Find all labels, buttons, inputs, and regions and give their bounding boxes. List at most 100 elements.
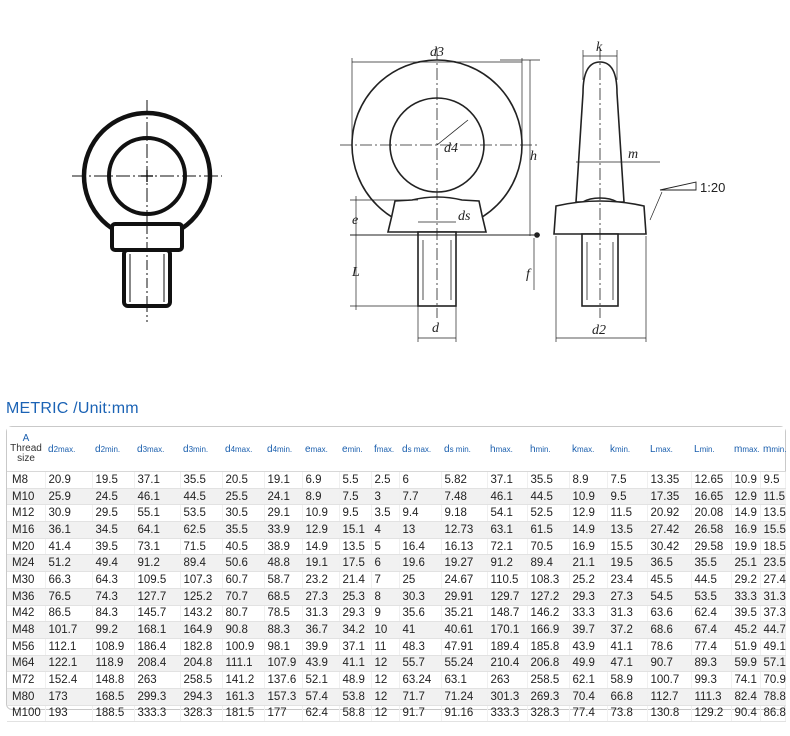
value-cell: 29.1 xyxy=(264,504,303,523)
value-cell: 20.92 xyxy=(647,504,692,523)
drawing-canvas: d3 d4 ds d h e L f k m d2 1:20 xyxy=(72,40,725,342)
value-cell: 143.2 xyxy=(180,605,223,623)
value-cell: 86.5 xyxy=(45,605,93,623)
header-symbol: L xyxy=(650,443,656,455)
value-cell: 189.4 xyxy=(487,638,528,656)
value-cell: 77.4 xyxy=(691,638,732,656)
header-thread-size: A Thread size xyxy=(7,427,45,472)
header-col-4: d4max. xyxy=(222,427,264,472)
thread-size-cell: M8 xyxy=(7,471,46,489)
header-col-13: kmax. xyxy=(569,427,607,472)
value-cell: 38.9 xyxy=(264,538,303,556)
technical-drawings: d3 d4 ds d h e L f k m d2 1:20 xyxy=(72,40,725,342)
value-cell: 12 xyxy=(371,705,400,723)
value-cell: 24.67 xyxy=(441,571,488,589)
value-cell: 7.7 xyxy=(399,488,442,506)
value-cell: 34.2 xyxy=(339,621,372,639)
value-cell: 6.9 xyxy=(302,471,340,489)
value-cell: 78.6 xyxy=(647,638,692,656)
value-cell: 64.1 xyxy=(134,521,181,539)
value-cell: 6 xyxy=(399,471,442,489)
value-cell: 59.9 xyxy=(731,655,761,673)
value-cell: 112.7 xyxy=(647,688,692,706)
thread-size-cell: M100 xyxy=(7,705,46,723)
header-symbol: d xyxy=(267,443,273,455)
value-cell: 71.24 xyxy=(441,688,488,706)
header-col-16: Lmin. xyxy=(691,427,731,472)
value-cell: 108.9 xyxy=(92,638,135,656)
value-cell: 37.1 xyxy=(134,471,181,489)
value-cell: 258.5 xyxy=(180,671,223,689)
value-cell: 13.5 xyxy=(339,538,372,556)
value-cell: 33.3 xyxy=(569,605,608,623)
value-cell: 294.3 xyxy=(180,688,223,706)
value-cell: 168.5 xyxy=(92,688,135,706)
value-cell: 43.9 xyxy=(302,655,340,673)
header-symbol: h xyxy=(530,443,536,455)
value-cell: 29.58 xyxy=(691,538,732,556)
value-cell: 3 xyxy=(371,488,400,506)
value-cell: 35.6 xyxy=(399,605,442,623)
header-symbol: k xyxy=(610,443,615,455)
header-col-0: d2max. xyxy=(45,427,92,472)
value-cell: 37.2 xyxy=(607,621,648,639)
value-cell: 13.35 xyxy=(647,471,692,489)
header-symbol: d xyxy=(48,443,54,455)
value-cell: 7.48 xyxy=(441,488,488,506)
value-cell: 127.7 xyxy=(134,588,181,606)
value-cell: 48.3 xyxy=(399,638,442,656)
value-cell: 39.5 xyxy=(92,538,135,556)
header-col-11: hmax. xyxy=(487,427,527,472)
value-cell: 91.16 xyxy=(441,705,488,723)
header-col-14: kmin. xyxy=(607,427,647,472)
value-cell: 91.7 xyxy=(399,705,442,723)
value-cell: 258.5 xyxy=(527,671,570,689)
value-cell: 25.5 xyxy=(222,488,265,506)
value-cell: 148.8 xyxy=(92,671,135,689)
value-cell: 109.5 xyxy=(134,571,181,589)
value-cell: 46.1 xyxy=(487,488,528,506)
thread-size-cell: M42 xyxy=(7,605,46,623)
label-taper: 1:20 xyxy=(700,180,725,195)
value-cell: 145.7 xyxy=(134,605,181,623)
value-cell: 52.1 xyxy=(302,671,340,689)
value-cell: 25.3 xyxy=(339,588,372,606)
header-symbol: d xyxy=(95,443,101,455)
value-cell: 37.1 xyxy=(339,638,372,656)
value-cell: 89.4 xyxy=(527,554,570,573)
value-cell: 15.5 xyxy=(607,538,648,556)
value-cell: 19.9 xyxy=(731,538,761,556)
header-subscript: max. xyxy=(655,444,673,454)
label-L: L xyxy=(351,265,360,280)
value-cell: 44.7 xyxy=(760,621,786,639)
value-cell: 19.5 xyxy=(92,471,135,489)
value-cell: 27.42 xyxy=(647,521,692,539)
header-col-10: ds min. xyxy=(441,427,487,472)
value-cell: 157.3 xyxy=(264,688,303,706)
value-cell: 45.5 xyxy=(647,571,692,589)
value-cell: 12.73 xyxy=(441,521,488,539)
value-cell: 62.5 xyxy=(180,521,223,539)
value-cell: 25.1 xyxy=(731,554,761,573)
value-cell: 63.1 xyxy=(487,521,528,539)
value-cell: 49.4 xyxy=(92,554,135,573)
value-cell: 27.3 xyxy=(302,588,340,606)
value-cell: 86.8 xyxy=(760,705,786,723)
value-cell: 70.5 xyxy=(527,538,570,556)
label-h: h xyxy=(530,149,537,164)
value-cell: 46.1 xyxy=(134,488,181,506)
value-cell: 185.8 xyxy=(527,638,570,656)
value-cell: 193 xyxy=(45,705,93,723)
value-cell: 9.5 xyxy=(760,471,786,489)
value-cell: 57.4 xyxy=(302,688,340,706)
value-cell: 301.3 xyxy=(487,688,528,706)
value-cell: 161.3 xyxy=(222,688,265,706)
value-cell: 30.5 xyxy=(222,504,265,523)
header-symbol: f xyxy=(374,443,377,455)
value-cell: 19.5 xyxy=(607,554,648,573)
